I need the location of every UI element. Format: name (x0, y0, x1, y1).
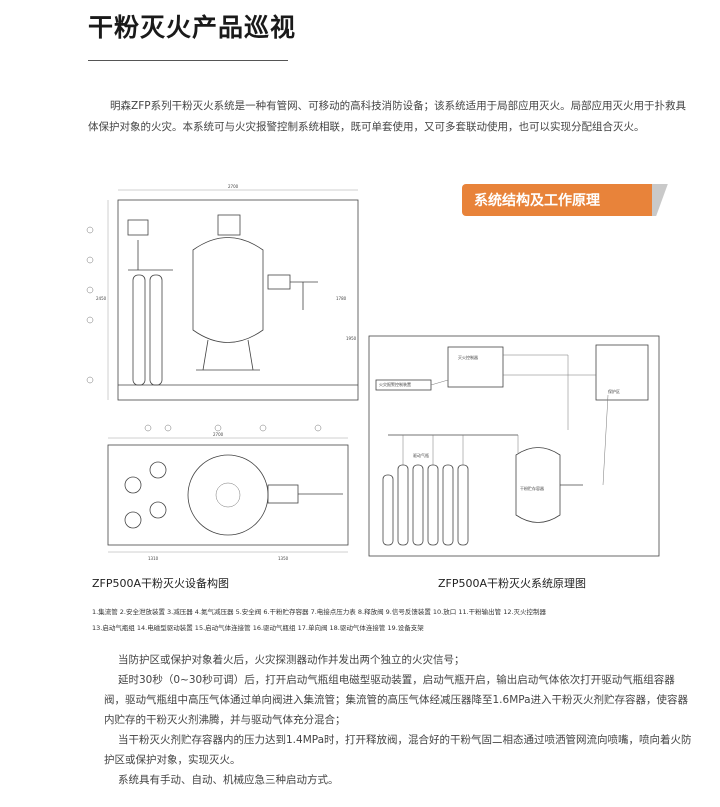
gas-cylinder (442, 464, 454, 546)
alarm-label: 火灾报警控制装置 (379, 381, 411, 387)
dim-far-right: 1950 (346, 336, 357, 341)
tank-label: 干粉贮存容器 (520, 485, 544, 491)
dim-right-height: 1780 (336, 296, 347, 301)
gas-cylinder (412, 464, 424, 546)
title-divider (88, 60, 288, 61)
dim-bottom-right: 1350 (278, 556, 289, 561)
body-paragraph-1: 当防护区或保护对象着火后，火灾探测器动作并发出两个独立的火灾信号； (118, 654, 465, 666)
gas-cylinders-label: 驱动气瓶 (413, 452, 429, 458)
section-badge: 系统结构及工作原理 (462, 184, 652, 216)
dim-bottom-width: 2700 (213, 432, 224, 437)
gas-cylinder (457, 464, 469, 546)
equipment-elevation-drawing: 2700 2450 1780 1950 (86, 184, 359, 401)
gas-cylinder (397, 464, 409, 546)
left-figure-caption: ZFP500A干粉灭火设备构图 (92, 577, 230, 590)
gas-cylinder (382, 474, 394, 546)
powder-tank (192, 237, 264, 343)
plan-frame (107, 444, 349, 546)
system-schematic-drawing: 灭火控制器 火灾报警控制装置 保护区 驱动气瓶 干粉贮存容器 (368, 335, 660, 557)
controller-label: 灭火控制器 (458, 354, 478, 360)
equipment-plan-drawing: 2700 1310 1350 (107, 424, 349, 561)
schematic-frame (368, 335, 660, 557)
legend-line-1: 1.集流管 2.安全泄放装置 3.减压器 4.氮气减压器 5.安全阀 6.干粉贮… (92, 608, 547, 616)
intro-paragraph: 明森ZFP系列干粉灭火系统是一种有管网、可移动的高科技消防设备；该系统适用于局部… (88, 100, 687, 133)
schematic-tank (515, 447, 561, 523)
dim-top-width: 2700 (228, 184, 239, 189)
body-paragraph-4: 系统具有手动、自动、机械应急三种启动方式。 (118, 774, 339, 786)
cylinder (132, 274, 146, 386)
zone-label: 保护区 (608, 388, 620, 394)
legend-line-2: 13.启动气瓶组 14.电磁型驱动装置 15.启动气体连接管 16.驱动气瓶组 … (92, 624, 424, 632)
gas-cylinder (427, 464, 439, 546)
dim-bottom-left: 1310 (148, 556, 159, 561)
body-text: 当防护区或保护对象着火后，火灾探测器动作并发出两个独立的火灾信号； 延时30秒（… (104, 650, 694, 790)
body-paragraph-3: 当干粉灭火剂贮存容器内的压力达到1.4MPa时，打开释放阀，混合好的干粉气固二相… (104, 734, 692, 766)
dim-left-height: 2450 (96, 296, 107, 301)
tank-top (187, 454, 269, 536)
right-figure-caption: ZFP500A干粉灭火系统原理图 (438, 577, 587, 590)
elevation-frame (117, 199, 359, 401)
body-paragraph-2: 延时30秒（0~30秒可调）后，打开启动气瓶组电磁型驱动装置，启动气瓶开启，输出… (104, 674, 689, 726)
cylinder (149, 274, 163, 386)
page-title: 干粉灭火产品巡视 (88, 13, 297, 42)
